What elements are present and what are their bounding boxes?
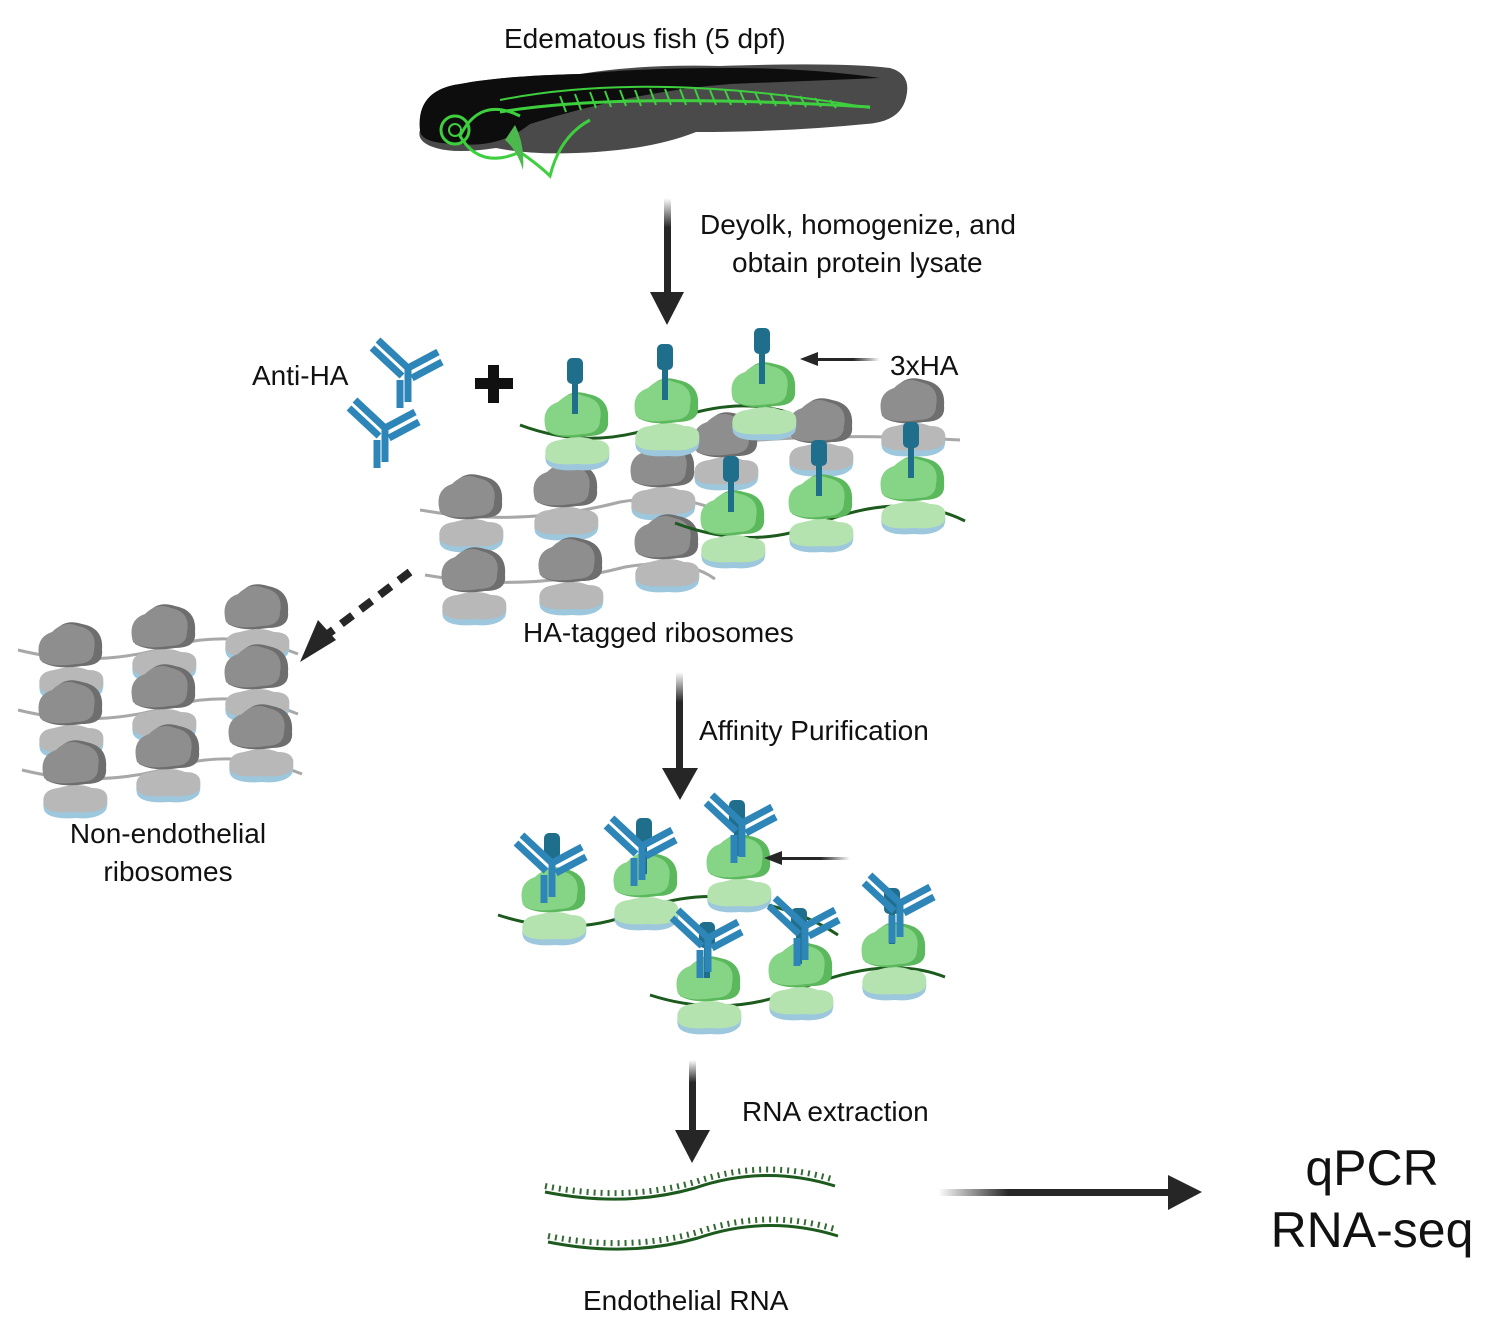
arrow-step-3 — [675, 1060, 710, 1163]
zebrafish-larva-icon — [419, 64, 908, 179]
arrow-output — [938, 1175, 1202, 1210]
endothelial-rna — [544, 1166, 839, 1251]
anti-ha-label: Anti-HA — [252, 360, 349, 391]
non-endothelial-ribosomes — [17, 584, 303, 819]
ribosome-mixture — [419, 328, 966, 626]
plus-icon — [475, 365, 513, 403]
fish-label: Edematous fish (5 dpf) — [504, 23, 786, 54]
step-2-label: Affinity Purification — [699, 715, 929, 746]
step-1-label-line-2: obtain protein lysate — [732, 247, 983, 278]
arrow-step-1 — [650, 198, 684, 325]
tag-pointer-arrow — [800, 352, 880, 366]
step-1-label-line-1: Deyolk, homogenize, and — [700, 209, 1016, 240]
non-endothelial-label-line-1: Non-endothelial — [69, 818, 267, 849]
step-3-label: RNA extraction — [742, 1096, 929, 1127]
tag-label: 3xHA — [890, 350, 959, 381]
ha-tagged-ribosomes-label: HA-tagged ribosomes — [523, 617, 794, 648]
arrow-step-2 — [662, 672, 698, 800]
output-qpcr-label: qPCR — [1305, 1140, 1439, 1196]
endothelial-rna-label: Endothelial RNA — [583, 1285, 789, 1316]
dashed-arrow-discard — [300, 568, 413, 662]
antibody-icon — [349, 340, 442, 468]
captured-pointer-arrow — [764, 851, 850, 865]
non-endothelial-label-line-2: ribosomes — [103, 856, 233, 887]
output-rnaseq-label: RNA-seq — [1270, 1202, 1474, 1258]
captured-ribosomes — [497, 795, 946, 1035]
